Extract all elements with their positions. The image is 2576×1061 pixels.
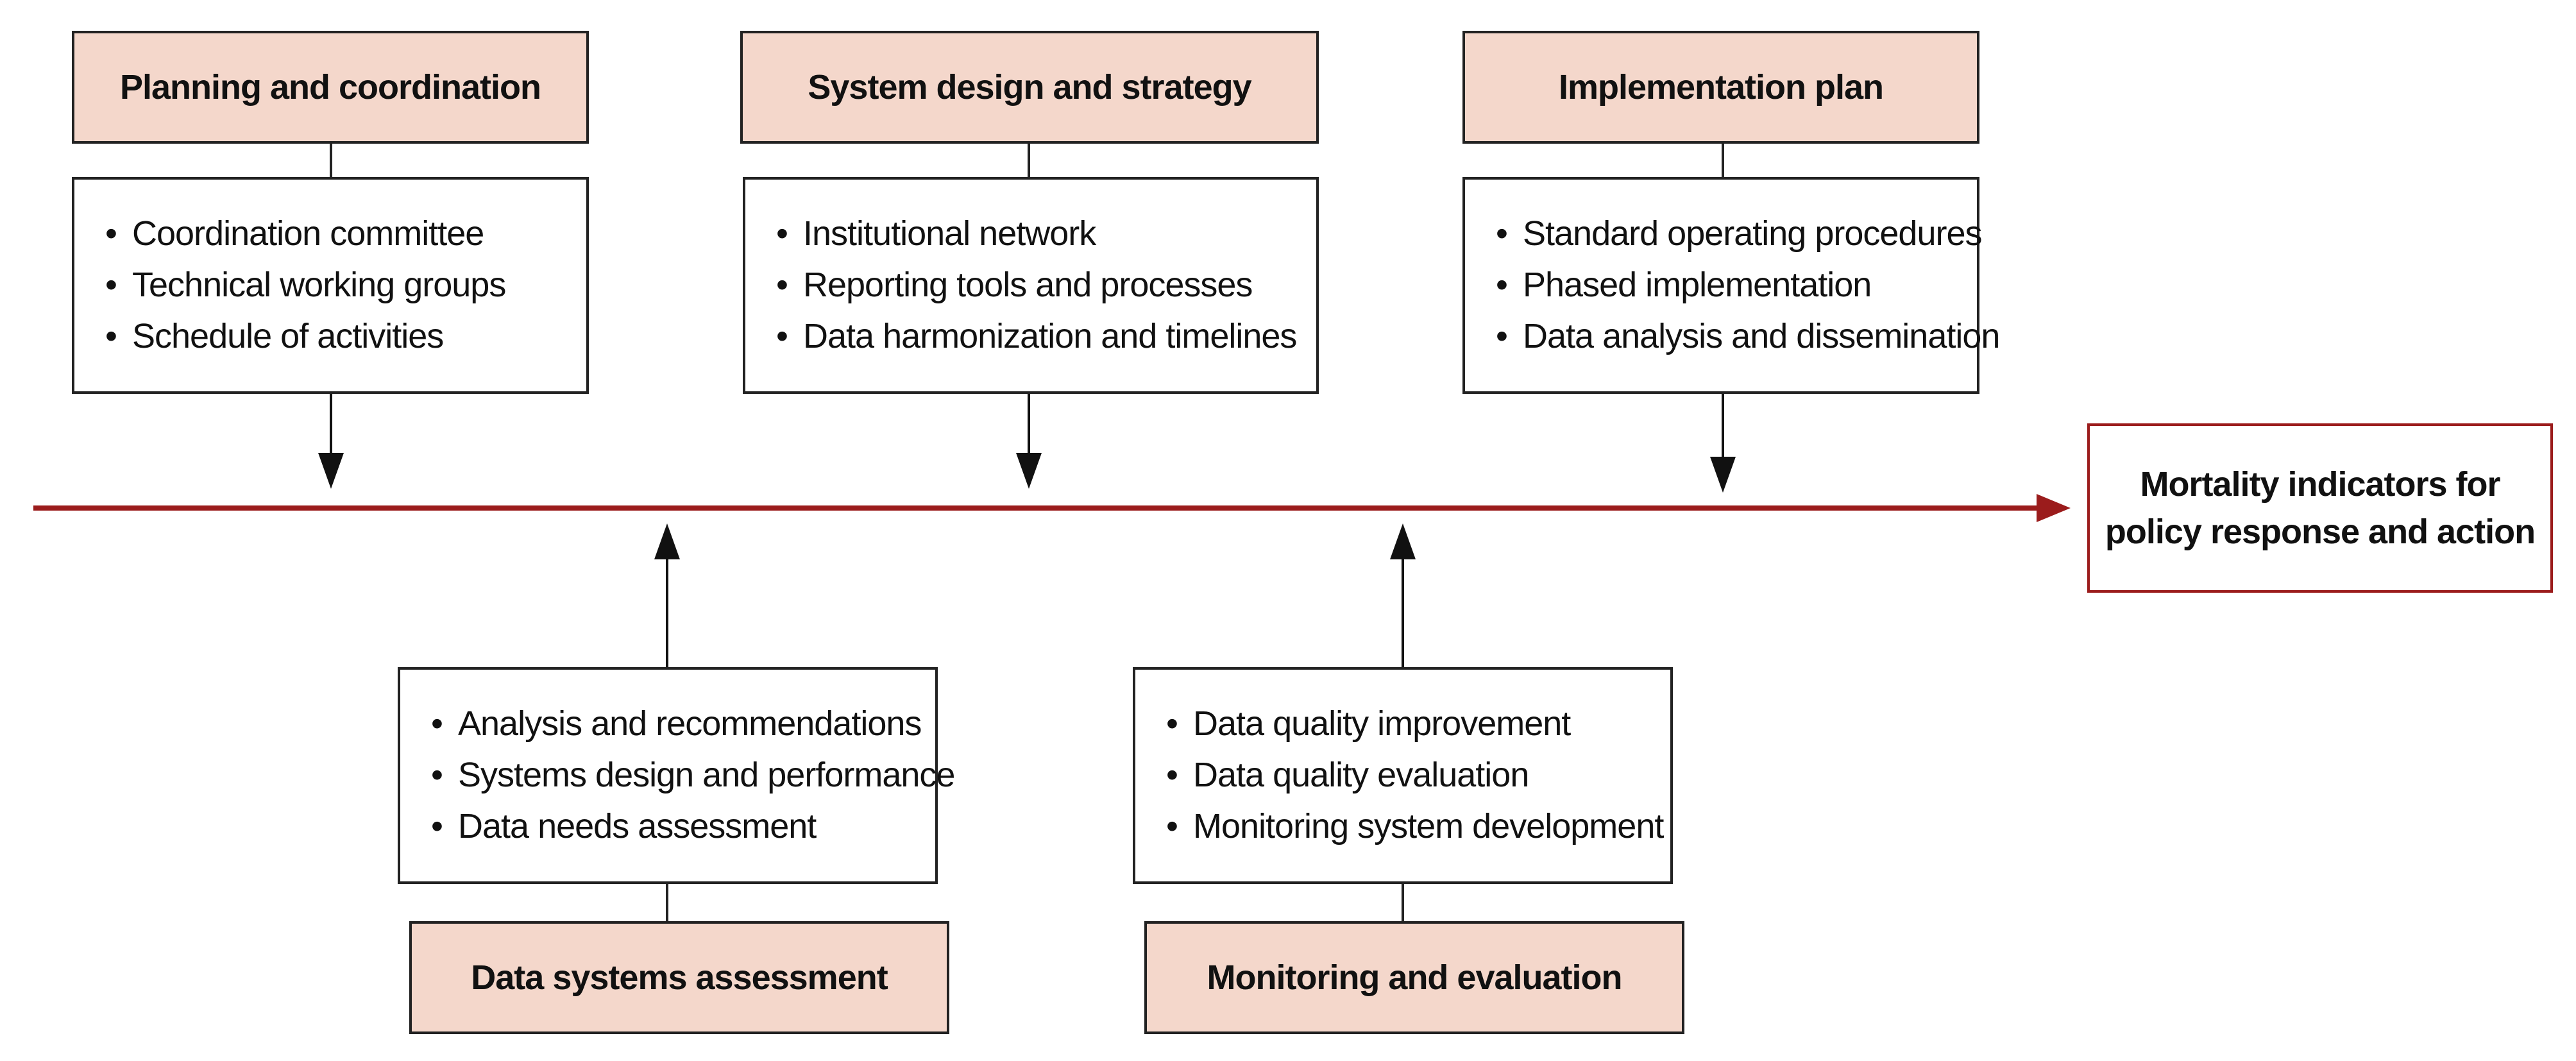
bullet-item: Data quality evaluation <box>1166 749 1670 801</box>
arrowhead-top-1 <box>318 453 344 489</box>
bullet-item: Technical working groups <box>105 259 586 310</box>
outcome-line: Mortality indicators for <box>2140 465 2500 504</box>
bullet-item: Schedule of activities <box>105 310 586 362</box>
stage-title-text: System design and strategy <box>808 68 1251 106</box>
bullet-item: Data quality improvement <box>1166 698 1670 749</box>
bullet-item: Institutional network <box>776 208 1316 259</box>
bullet-item: Coordination committee <box>105 208 586 259</box>
stage-title-text: Monitoring and evaluation <box>1207 958 1623 997</box>
bullet-item: Systems design and performance <box>431 749 955 801</box>
stage-items-data-systems: Analysis and recommendations Systems des… <box>398 667 955 884</box>
stage-title-monitoring: Monitoring and evaluation <box>1144 921 1684 1034</box>
stage-title-planning: Planning and coordination <box>72 31 589 144</box>
stage-items-monitoring: Data quality improvement Data quality ev… <box>1133 667 1673 884</box>
bullet-list: Data quality improvement Data quality ev… <box>1166 698 1670 852</box>
arrowhead-top-2 <box>1016 453 1042 489</box>
bullet-list: Institutional network Reporting tools an… <box>776 208 1316 362</box>
stage-title-data-systems: Data systems assessment <box>409 921 949 1034</box>
stage-title-text: Planning and coordination <box>120 68 541 106</box>
bullet-item: Phased implementation <box>1496 259 1977 310</box>
bullet-list: Analysis and recommendations Systems des… <box>431 698 955 852</box>
bullet-item: Data harmonization and timelines <box>776 310 1316 362</box>
outcome-text: Mortality indicators for policy response… <box>2105 461 2536 556</box>
bullet-list: Coordination committee Technical working… <box>105 208 586 362</box>
arrowhead-bottom-2 <box>1390 523 1416 559</box>
arrowhead-bottom-1 <box>654 523 680 559</box>
timeline-arrowhead <box>2037 494 2071 522</box>
bullet-item: Data analysis and dissemination <box>1496 310 2000 362</box>
arrowhead-top-3 <box>1710 457 1736 493</box>
bullet-item: Monitoring system development <box>1166 801 1670 852</box>
stage-title-text: Data systems assessment <box>471 958 888 997</box>
bullet-item: Reporting tools and processes <box>776 259 1316 310</box>
stage-items-system-design: Institutional network Reporting tools an… <box>743 177 1319 394</box>
bullet-item: Standard operating procedures <box>1496 208 1983 259</box>
stage-items-planning: Coordination committee Technical working… <box>72 177 589 394</box>
outcome-line: policy response and action <box>2105 513 2536 551</box>
bullet-item: Data needs assessment <box>431 801 935 852</box>
stage-items-implementation: Standard operating procedures Phased imp… <box>1462 177 2000 394</box>
bullet-list: Standard operating procedures Phased imp… <box>1496 208 2000 362</box>
bullet-item: Analysis and recommendations <box>431 698 935 749</box>
stage-title-text: Implementation plan <box>1558 68 1884 106</box>
stage-title-system-design: System design and strategy <box>740 31 1319 144</box>
outcome-box: Mortality indicators for policy response… <box>2087 423 2553 593</box>
stage-title-implementation: Implementation plan <box>1462 31 1979 144</box>
